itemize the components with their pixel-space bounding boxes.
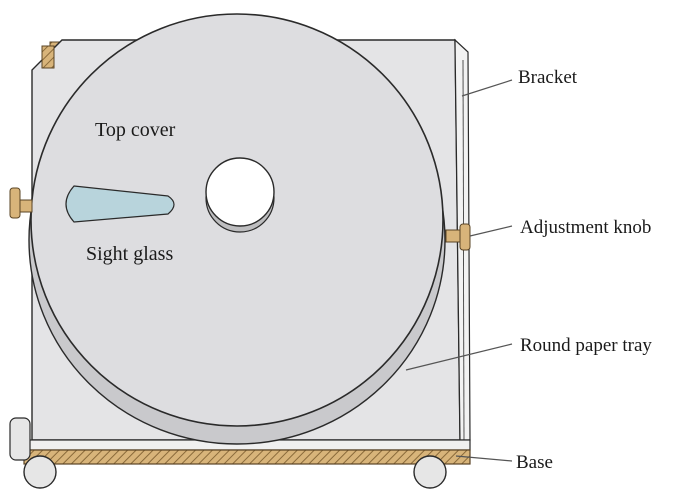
leader-bracket <box>461 79 513 97</box>
label-round-paper-tray: Round paper tray <box>520 335 652 356</box>
center-hole <box>205 157 275 233</box>
leader-base <box>455 455 513 462</box>
leader-round-paper-tray <box>405 343 513 371</box>
label-top-cover: Top cover <box>95 119 176 141</box>
leader-adjustment-knob <box>469 225 513 237</box>
label-bracket: Bracket <box>518 67 578 88</box>
label-base: Base <box>516 452 553 473</box>
adjustment-knob-left <box>9 187 33 219</box>
label-adjustment-knob: Adjustment knob <box>520 217 652 238</box>
adjustment-knob-right <box>445 223 471 251</box>
sight-glass <box>65 185 175 223</box>
leader-lines <box>405 79 513 462</box>
label-sight-glass: Sight glass <box>86 243 174 265</box>
